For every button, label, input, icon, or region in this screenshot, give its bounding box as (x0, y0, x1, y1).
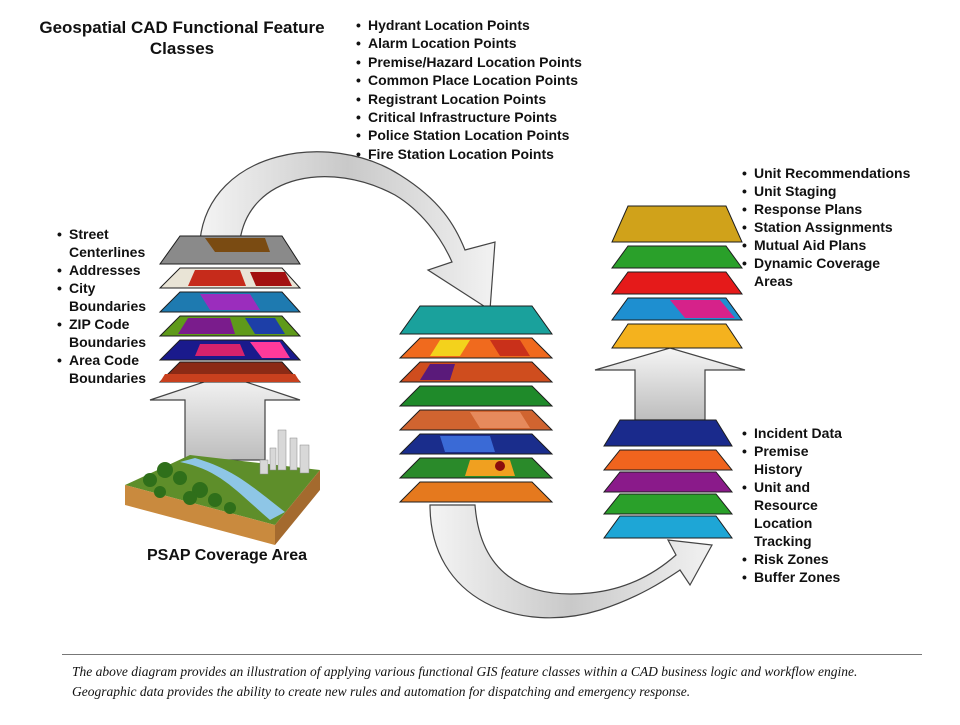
map-layer (398, 409, 554, 431)
map-layer (611, 271, 743, 295)
map-layer (158, 315, 302, 337)
map-layer (398, 433, 554, 455)
list-item: Critical Infrastructure Points (356, 108, 616, 127)
list-item: Registrant Location Points (356, 90, 616, 109)
list-item: Area Code Boundaries (57, 351, 157, 387)
list-item: Premise History (742, 442, 852, 478)
layer-stack-right-top (611, 205, 743, 349)
list-item: Addresses (57, 261, 157, 279)
list-item: Fire Station Location Points (356, 145, 616, 164)
map-layer (158, 361, 302, 383)
diagram-title: Geospatial CAD Functional Feature Classe… (39, 18, 325, 58)
list-item: Buffer Zones (742, 568, 852, 586)
map-layer (603, 515, 733, 539)
diagram-caption: The above diagram provides an illustrati… (72, 664, 858, 699)
list-item: Incident Data (742, 424, 852, 442)
curved-arrow-top (199, 151, 496, 312)
map-layer (398, 361, 554, 383)
map-layer (158, 291, 302, 313)
terrain-illustration (125, 429, 320, 545)
list-item: Common Place Location Points (356, 71, 616, 90)
map-layer (398, 337, 554, 359)
layer-stack-left (158, 235, 302, 383)
map-layer (603, 419, 733, 447)
list-item: Dynamic Coverage Areas (742, 254, 912, 290)
list-item: Station Assignments (742, 218, 912, 236)
curved-arrow-bottom (429, 504, 713, 619)
map-layer (602, 493, 734, 515)
map-layer (611, 297, 743, 321)
map-layer (398, 457, 554, 479)
map-layer (399, 305, 553, 335)
map-layer (159, 235, 301, 265)
list-item: Street Centerlines (57, 225, 157, 261)
list-item: Mutual Aid Plans (742, 236, 912, 254)
list-item: Premise/Hazard Location Points (356, 53, 616, 72)
map-layer (611, 245, 743, 269)
list-item: City Boundaries (57, 279, 157, 315)
list-item: Hydrant Location Points (356, 16, 616, 35)
list-item: Unit Staging (742, 182, 912, 200)
list-item: Police Station Location Points (356, 126, 616, 145)
list-item: Response Plans (742, 200, 912, 218)
layer-stack-middle (398, 305, 554, 503)
left-feature-list: Street Centerlines Addresses City Bounda… (57, 225, 157, 387)
map-layer (611, 323, 743, 349)
up-arrow-right (594, 347, 746, 421)
list-item: Alarm Location Points (356, 34, 616, 53)
map-layer (602, 471, 734, 493)
layer-stack-right-bottom (602, 419, 734, 539)
map-layer (602, 449, 734, 471)
up-arrow-left (149, 374, 301, 461)
map-layer (158, 339, 302, 361)
psap-coverage-label: PSAP Coverage Area (147, 547, 308, 564)
map-layer (611, 205, 743, 243)
list-item: Risk Zones (742, 550, 852, 568)
map-layer (398, 385, 554, 407)
list-item: Unit Recommendations (742, 164, 912, 182)
map-layer (158, 267, 302, 289)
right-top-feature-list: Unit Recommendations Unit Staging Respon… (742, 164, 912, 290)
top-feature-list: Hydrant Location Points Alarm Location P… (356, 16, 616, 164)
list-item: ZIP Code Boundaries (57, 315, 157, 351)
map-layer (398, 481, 554, 503)
list-item: Unit and Resource Location Tracking (742, 478, 852, 550)
right-bottom-feature-list: Incident Data Premise History Unit and R… (742, 424, 852, 586)
caption-divider (62, 654, 922, 655)
